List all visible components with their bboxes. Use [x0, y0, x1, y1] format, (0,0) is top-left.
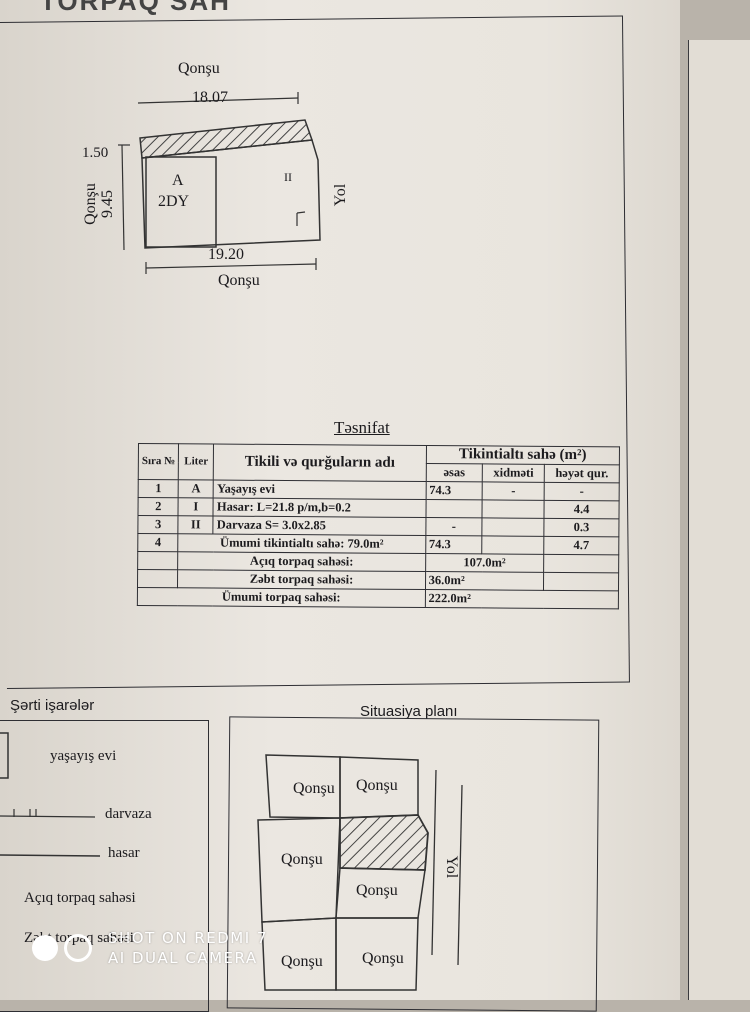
- situation-neighbor: Qonşu: [281, 953, 323, 970]
- left-neighbor-label: Qonşu: [81, 183, 99, 225]
- situation-map: [257, 754, 463, 991]
- hatched-strip: [139, 119, 314, 159]
- building-liter: A: [172, 172, 184, 189]
- building-type: 2DY: [158, 193, 190, 210]
- fence-symbol: [0, 854, 101, 857]
- legend-gate: darvaza: [105, 806, 152, 822]
- bottom-length-label: 19.20: [208, 246, 244, 263]
- situation-neighbor: Qonşu: [356, 882, 398, 899]
- summary-row: Ümumi torpaq sahəsi: 222.0m²: [137, 587, 619, 609]
- header-row-no: Sıra №: [138, 443, 179, 480]
- side-offset-label: 1.50: [82, 145, 109, 161]
- top-length-label: 18.07: [192, 89, 228, 106]
- situation-neighbor: Qonşu: [356, 777, 398, 794]
- watermark-line-1: SHOT ON REDMI 7: [108, 929, 268, 947]
- header-liter: Liter: [178, 443, 214, 481]
- header-yard: həyət qur.: [544, 464, 620, 483]
- road-label: Yol: [332, 183, 350, 207]
- header-main: əsas: [425, 463, 483, 482]
- situation-neighbor: Qonşu: [293, 780, 335, 797]
- left-dimension-line: [121, 144, 125, 251]
- header-service: xidməti: [482, 463, 545, 483]
- road-line: [431, 769, 437, 956]
- document-sheet: TORPAQ SAH Qonşu 18.07 1.50 Qonşu 9.45 A…: [0, 0, 680, 1012]
- left-length-label: 9.45: [99, 190, 116, 218]
- situation-neighbor: Qonşu: [362, 950, 404, 967]
- header-area-group: Tikintialtı sahə (m²): [426, 445, 620, 465]
- top-neighbor-label: Qonşu: [178, 60, 220, 77]
- watermark-line-2: AI DUAL CAMERA: [108, 949, 258, 967]
- gate-mark: II: [284, 170, 292, 184]
- situation-title: Situasiya planı: [360, 703, 458, 720]
- subject-plot: [339, 814, 429, 871]
- plot-sketch: [118, 92, 321, 274]
- legend-symbols: [0, 732, 101, 857]
- bottom-neighbor-label: Qonşu: [218, 272, 260, 289]
- bottom-dimension-line: [145, 263, 317, 269]
- classification-title: Təsnifat: [334, 418, 390, 437]
- legend-fence: hasar: [108, 845, 140, 861]
- house-symbol: [0, 732, 9, 779]
- legend-title: Şərti işarələr: [10, 697, 95, 714]
- top-dimension-line: [137, 97, 299, 104]
- gate-symbol: [0, 815, 96, 818]
- classification-table: Sıra № Liter Tikili və qurğuların adı Ti…: [137, 443, 620, 609]
- situation-neighbor: Qonşu: [281, 851, 323, 868]
- legend-open-land: Açıq torpaq sahəsi: [24, 890, 136, 906]
- house-rectangle: [145, 156, 217, 248]
- legend-house: yaşayış evi: [50, 748, 117, 764]
- watermark-ring-icon: [64, 934, 92, 962]
- camera-watermark: SHOT ON REDMI 7 AI DUAL CAMERA: [32, 928, 268, 968]
- plot-outline: [141, 139, 321, 249]
- situation-road-label: Yol: [443, 855, 461, 879]
- header-name: Tikili və qurğuların adı: [213, 444, 427, 482]
- watermark-dot-icon: [32, 935, 58, 961]
- cut-off-header: TORPAQ SAH: [40, 0, 231, 16]
- adjacent-page: [688, 40, 750, 1000]
